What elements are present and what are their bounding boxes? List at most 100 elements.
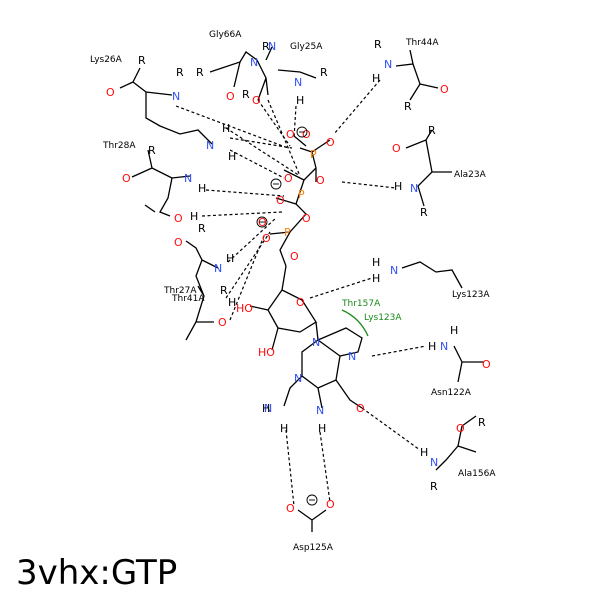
- svg-text:N: N: [440, 340, 448, 353]
- residue-label-thr44: Thr44A: [405, 38, 439, 48]
- residue-label-asn122: Asn122A: [431, 388, 472, 398]
- charge-symbols: [256, 126, 318, 506]
- residue-label-lys123: Lys123A: [452, 290, 490, 300]
- svg-text:O: O: [286, 502, 295, 515]
- svg-text:O: O: [356, 402, 365, 415]
- svg-text:R: R: [242, 88, 250, 101]
- svg-text:R: R: [404, 100, 412, 113]
- svg-text:O: O: [316, 174, 325, 187]
- svg-text:H: H: [226, 252, 234, 265]
- svg-text:H: H: [372, 272, 380, 285]
- svg-text:N: N: [410, 182, 418, 195]
- svg-text:R: R: [430, 480, 438, 493]
- svg-text:R: R: [196, 66, 204, 79]
- svg-text:O: O: [482, 358, 491, 371]
- svg-text:H: H: [318, 422, 326, 435]
- svg-text:H: H: [222, 122, 230, 135]
- svg-text:H: H: [372, 256, 380, 269]
- svg-text:H: H: [394, 180, 402, 193]
- residue-label-lys123b: Lys123A: [364, 313, 402, 323]
- svg-text:H: H: [228, 296, 236, 309]
- svg-text:N: N: [206, 139, 214, 152]
- svg-text:O: O: [276, 194, 285, 207]
- svg-text:HO: HO: [236, 302, 253, 315]
- page-title: 3vhx:GTP: [16, 553, 177, 593]
- svg-text:N: N: [264, 402, 272, 415]
- svg-text:H: H: [262, 402, 270, 415]
- residue-label-thr41: Thr41A: [171, 294, 205, 304]
- svg-text:R: R: [262, 40, 270, 53]
- svg-text:O: O: [440, 83, 449, 96]
- svg-text:HO: HO: [258, 346, 275, 359]
- svg-text:O: O: [286, 128, 295, 141]
- svg-text:R: R: [420, 206, 428, 219]
- svg-text:O: O: [326, 498, 335, 511]
- svg-text:N: N: [172, 90, 180, 103]
- svg-text:O: O: [174, 212, 183, 225]
- svg-text:N: N: [384, 58, 392, 71]
- svg-text:R: R: [428, 124, 436, 137]
- svg-text:H: H: [198, 182, 206, 195]
- svg-text:P: P: [284, 226, 291, 239]
- covalent-bonds: [119, 46, 484, 532]
- svg-text:O: O: [106, 86, 115, 99]
- svg-text:N: N: [312, 336, 320, 349]
- svg-text:O: O: [392, 142, 401, 155]
- svg-text:O: O: [122, 172, 131, 185]
- svg-text:R: R: [478, 416, 486, 429]
- residue-label-ala23: Ala23A: [454, 170, 487, 180]
- svg-text:N: N: [430, 456, 438, 469]
- hydrogen-bonds: [175, 79, 427, 507]
- svg-text:H: H: [420, 446, 428, 459]
- svg-text:R: R: [320, 66, 328, 79]
- svg-text:O: O: [284, 172, 293, 185]
- svg-text:R: R: [138, 54, 146, 67]
- svg-text:H: H: [280, 422, 288, 435]
- svg-text:H: H: [372, 72, 380, 85]
- svg-text:O: O: [226, 90, 235, 103]
- residue-label-thr28: Thr28A: [102, 141, 136, 151]
- svg-text:R: R: [148, 144, 156, 157]
- svg-text:O: O: [258, 216, 267, 229]
- svg-text:N: N: [294, 372, 302, 385]
- svg-text:H: H: [190, 210, 198, 223]
- residue-label-ala156: Ala156A: [458, 469, 496, 479]
- svg-text:O: O: [252, 94, 261, 107]
- svg-text:N: N: [348, 350, 356, 363]
- svg-text:N: N: [390, 264, 398, 277]
- svg-text:N: N: [268, 40, 276, 53]
- svg-text:R: R: [374, 38, 382, 51]
- svg-text:R: R: [198, 222, 206, 235]
- svg-text:O: O: [290, 250, 299, 263]
- svg-text:O: O: [174, 236, 183, 249]
- svg-text:O: O: [302, 212, 311, 225]
- residue-label-asp125: Asp125A: [293, 543, 334, 553]
- residue-label-thr27: Thr27A: [163, 286, 197, 296]
- svg-text:H: H: [450, 324, 458, 337]
- svg-text:N: N: [184, 172, 192, 185]
- residue-label-gly66: Gly66A: [209, 30, 242, 40]
- svg-text:O: O: [262, 232, 271, 245]
- svg-text:H: H: [228, 150, 236, 163]
- svg-text:R: R: [176, 66, 184, 79]
- residue-label-gly25: Gly25A: [290, 42, 323, 52]
- svg-text:O: O: [456, 422, 465, 435]
- svg-text:N: N: [294, 76, 302, 89]
- svg-text:H: H: [428, 340, 436, 353]
- residue-label-thr157: Thr157A: [341, 299, 381, 309]
- svg-text:N: N: [250, 56, 258, 69]
- svg-text:P: P: [310, 148, 317, 161]
- hydrophobic-contact-arc: [341, 309, 369, 337]
- svg-text:H: H: [296, 94, 304, 107]
- svg-text:P: P: [298, 188, 305, 201]
- svg-text:N: N: [316, 404, 324, 417]
- residue-labels: Gly66A Gly25A Lys26A Thr44A Thr28A Ala23…: [90, 30, 496, 553]
- svg-text:O: O: [326, 136, 335, 149]
- atom-labels: R N R N R O O N H R R O N R N H H R N H …: [106, 38, 491, 515]
- svg-text:O: O: [218, 316, 227, 329]
- svg-text:N: N: [214, 262, 222, 275]
- residue-label-lys26: Lys26A: [90, 55, 123, 65]
- svg-text:O: O: [296, 296, 305, 309]
- svg-text:R: R: [220, 284, 228, 297]
